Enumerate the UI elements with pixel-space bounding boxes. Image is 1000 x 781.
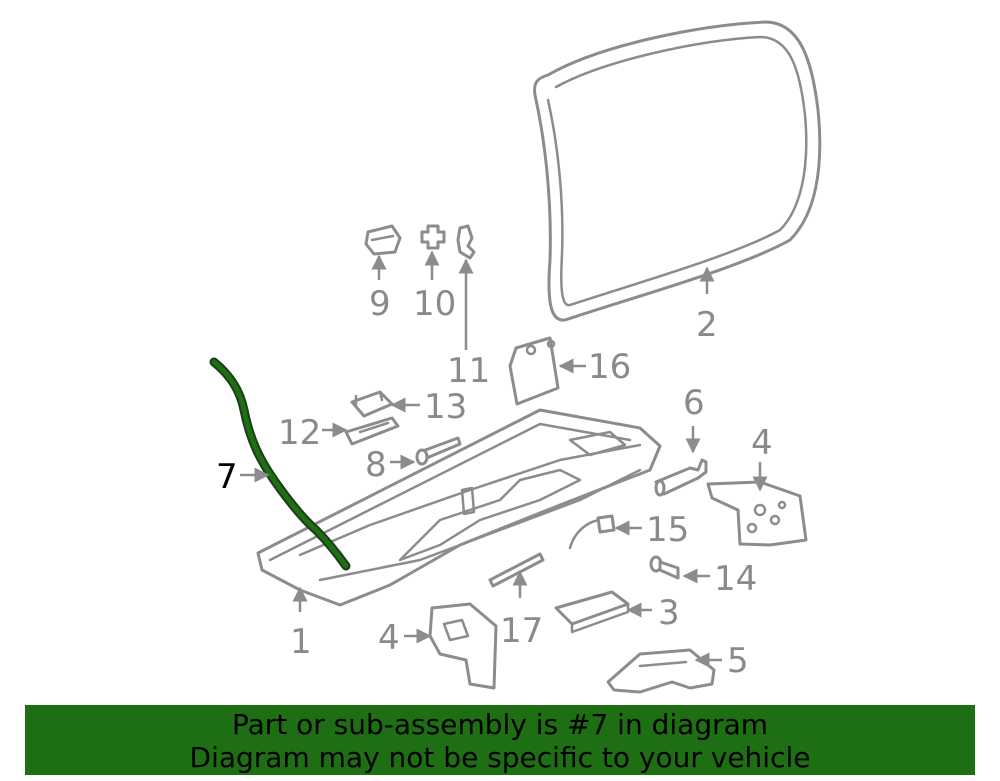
part-8-bolt[interactable]	[415, 436, 462, 466]
part-7-seal-strip[interactable]	[209, 357, 351, 571]
part-3-plate[interactable]	[554, 590, 630, 634]
part-13-hinge[interactable]	[350, 390, 394, 418]
callout-12: 12	[278, 413, 321, 453]
callout-11: 11	[447, 351, 490, 391]
part-12-bracket[interactable]	[344, 416, 400, 446]
callout-17: 17	[500, 611, 543, 651]
leader-lines	[240, 250, 768, 668]
part-14-bolt[interactable]	[649, 555, 680, 580]
part-17-strip[interactable]	[488, 552, 545, 588]
part-1-panel[interactable]	[256, 408, 662, 607]
info-banner: Part or sub-assembly is #7 in diagram Di…	[25, 705, 975, 775]
callout-8: 8	[365, 445, 387, 485]
callout-9: 9	[369, 284, 391, 324]
part-5-cover[interactable]	[606, 648, 716, 694]
part-9-clip[interactable]	[364, 224, 402, 256]
callout-2: 2	[696, 305, 718, 345]
part-16-pad[interactable]	[508, 336, 560, 406]
part-10-clip[interactable]	[420, 224, 446, 250]
banner-line-2: Diagram may not be specific to your vehi…	[189, 741, 811, 774]
callout-10: 10	[413, 284, 456, 324]
callout-7: 7	[216, 457, 238, 497]
part-11-clip[interactable]	[456, 224, 476, 260]
callout-15: 15	[646, 510, 689, 550]
callout-3: 3	[658, 593, 680, 633]
part-6-latch[interactable]	[654, 458, 708, 497]
callout-16: 16	[588, 347, 631, 387]
callout-6: 6	[683, 383, 705, 423]
banner-line-1: Part or sub-assembly is #7 in diagram	[231, 708, 769, 741]
callout-5: 5	[727, 641, 749, 681]
part-2-window-weatherstrip[interactable]	[533, 20, 822, 322]
callout-4-right: 4	[751, 423, 773, 463]
part-4-bracket-right[interactable]	[706, 480, 808, 547]
callout-14: 14	[714, 559, 757, 599]
callout-13: 13	[424, 387, 467, 427]
callout-1: 1	[290, 622, 312, 662]
part-4-bracket-lower[interactable]	[428, 602, 498, 690]
part-15-cable[interactable]	[568, 514, 616, 550]
callout-4-lower: 4	[378, 618, 400, 658]
